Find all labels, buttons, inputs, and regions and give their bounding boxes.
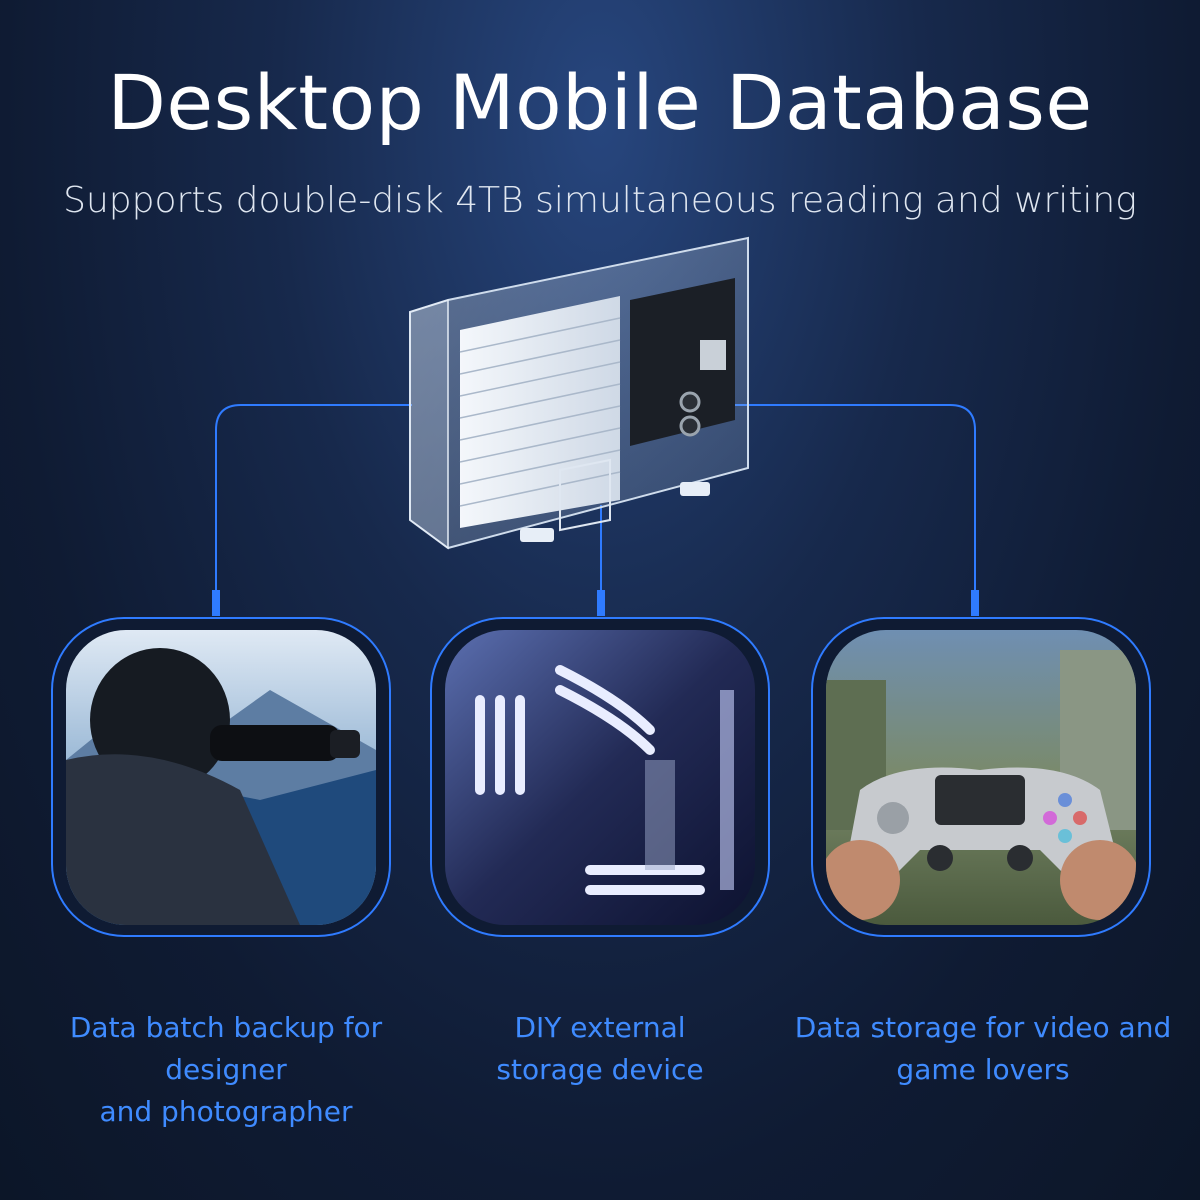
caption-gamer-line1: Data storage for video and <box>794 1011 1172 1044</box>
gamepad-image <box>826 630 1136 925</box>
scenario-frame-diy-pc <box>430 617 770 937</box>
caption-diy-pc: DIY external storage device <box>390 1007 810 1091</box>
caption-diy-pc-line2: storage device <box>496 1053 704 1086</box>
caption-gamer-line2: game lovers <box>896 1053 1070 1086</box>
caption-gamer: Data storage for video and game lovers <box>773 1007 1193 1091</box>
caption-photographer-line1: Data batch backup for designer <box>69 1011 383 1086</box>
caption-photographer: Data batch backup for designer and photo… <box>16 1007 436 1133</box>
scenario-frame-gamer <box>811 617 1151 937</box>
connector-lines <box>215 404 976 590</box>
scenario-frame-photographer <box>51 617 391 937</box>
page-title: Desktop Mobile Database <box>107 58 1093 147</box>
photographer-image <box>66 630 376 925</box>
connector-ticks <box>212 590 979 616</box>
page-subtitle: Supports double-disk 4TB simultaneous re… <box>63 180 1137 221</box>
hdd-enclosure-image <box>409 236 749 550</box>
caption-photographer-line2: and photographer <box>99 1095 353 1128</box>
caption-diy-pc-line1: DIY external <box>514 1011 686 1044</box>
diy-pc-image <box>445 630 755 925</box>
